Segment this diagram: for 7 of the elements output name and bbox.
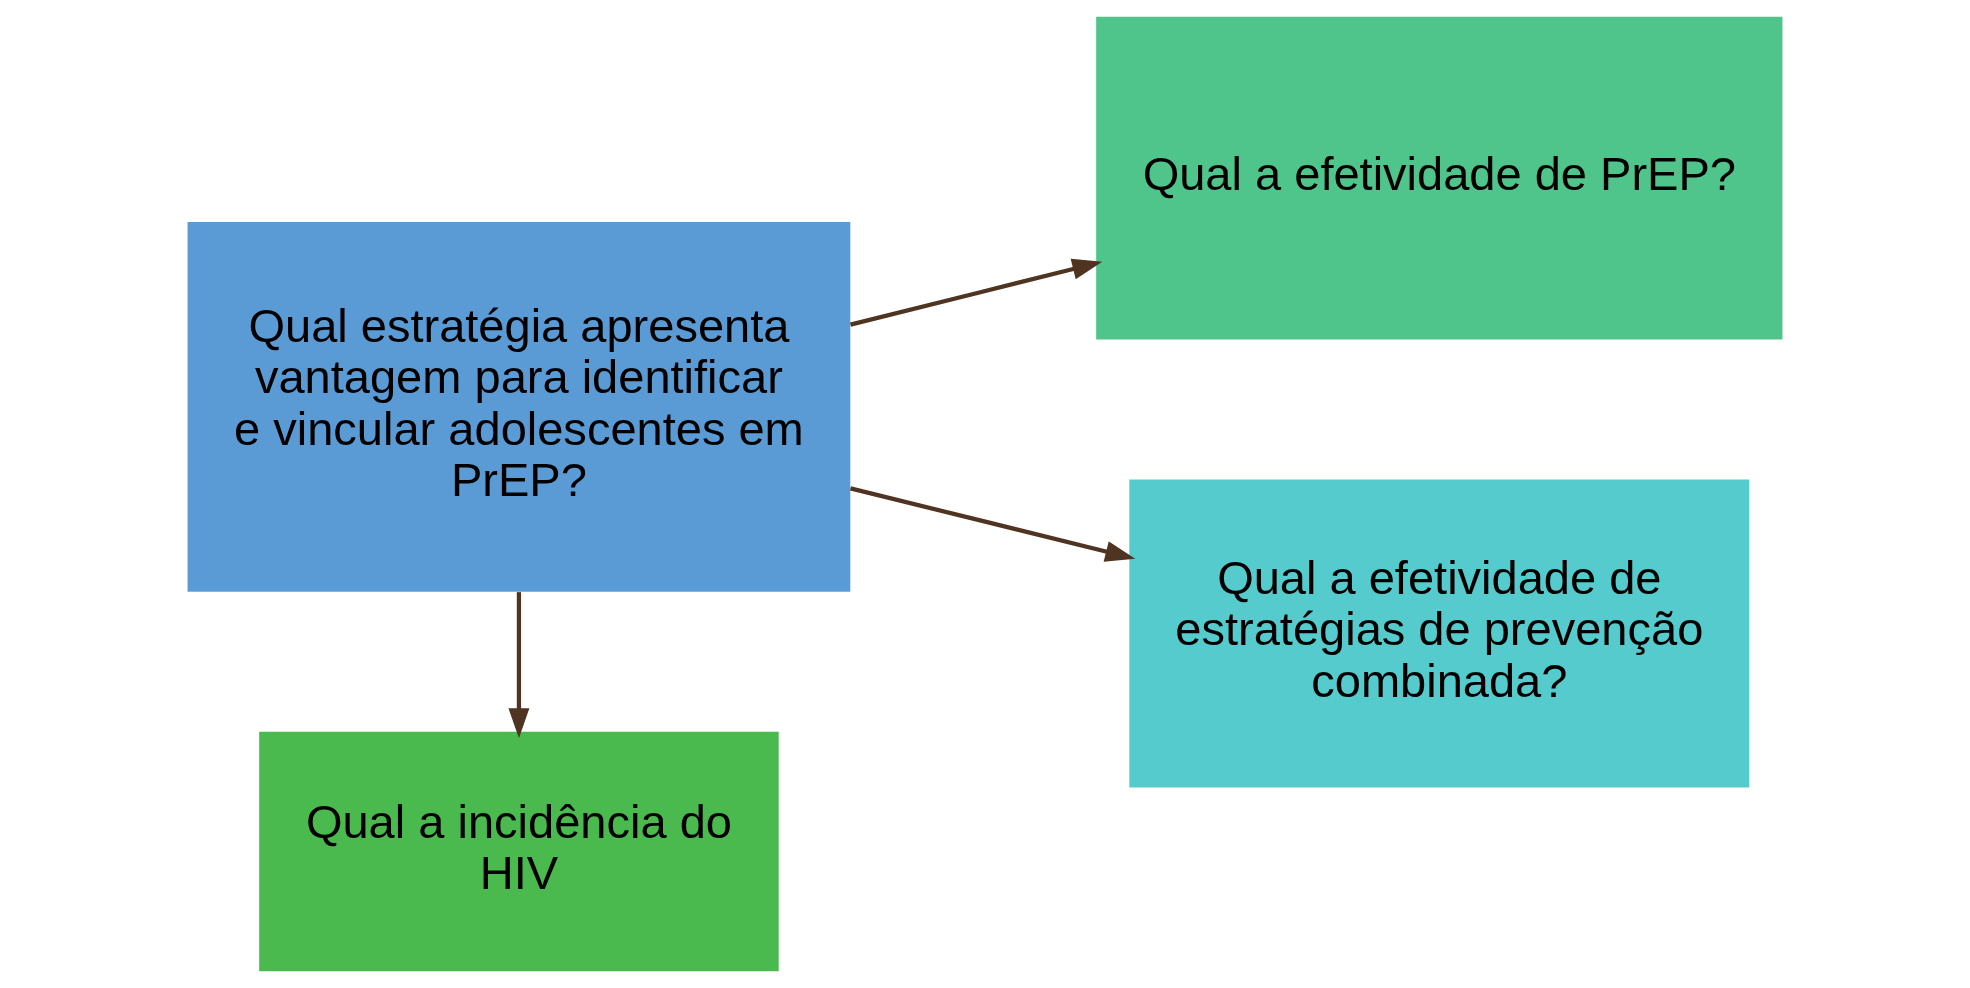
node-box: Qual a efetividade de estratégias de prevenção combinada?: [1129, 479, 1750, 788]
arrow: [850, 486, 1136, 562]
arrow: [850, 258, 1103, 327]
node-box: Qual estratégia apresenta vantagem para identificar e vincular adolescentes em PrEP?: [187, 221, 851, 592]
node-box: Qual a efetividade de PrEP?: [1096, 16, 1783, 340]
arrow: [508, 592, 530, 739]
node-box: Qual a incidência do HIV: [259, 731, 779, 972]
